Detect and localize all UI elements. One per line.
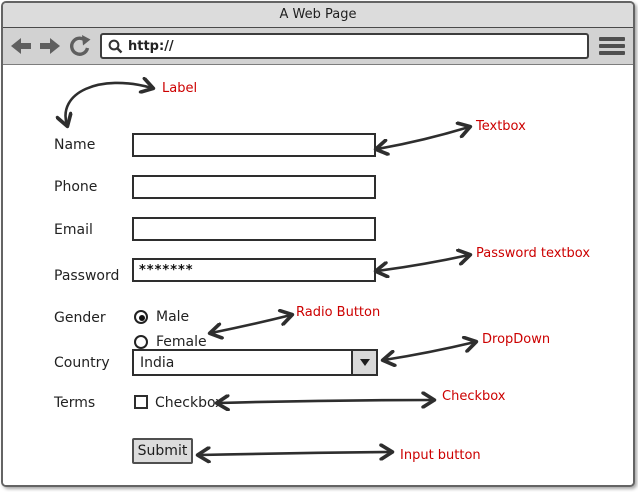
gender-label: Gender: [54, 310, 106, 326]
arrow-textbox: [377, 127, 469, 149]
annotation-radio-button: Radio Button: [296, 305, 381, 320]
search-icon: [108, 39, 123, 53]
url-bar[interactable]: http://: [100, 33, 589, 59]
password-label: Password: [54, 268, 120, 284]
radio-male-icon[interactable]: [134, 310, 148, 324]
annotation-textbox: Textbox: [476, 119, 526, 134]
arrow-input-button: [199, 452, 391, 455]
terms-checkbox-label: Checkbox: [155, 395, 224, 411]
dropdown-arrow-icon[interactable]: [351, 351, 376, 374]
country-selected-value: India: [140, 355, 175, 371]
refresh-icon[interactable]: [69, 35, 91, 57]
radio-option-female[interactable]: Female: [134, 334, 207, 350]
name-label: Name: [54, 137, 96, 153]
phone-input[interactable]: [132, 175, 376, 199]
radio-female-icon[interactable]: [134, 335, 148, 349]
arrow-password-textbox: [377, 255, 469, 271]
arrow-label-to-name: [66, 83, 152, 125]
terms-checkbox[interactable]: [134, 395, 148, 409]
url-text: http://: [128, 38, 174, 54]
email-label: Email: [54, 222, 93, 238]
country-label: Country: [54, 355, 110, 371]
menu-icon[interactable]: [599, 37, 625, 55]
arrow-dropdown: [384, 342, 475, 360]
country-dropdown[interactable]: India: [132, 349, 378, 376]
phone-label: Phone: [54, 179, 98, 195]
browser-toolbar: http://: [3, 28, 633, 65]
arrow-radio-button: [211, 315, 291, 333]
forward-icon[interactable]: [38, 38, 60, 54]
window-titlebar: A Web Page: [3, 3, 633, 28]
terms-label: Terms: [54, 395, 96, 411]
annotation-password-textbox: Password textbox: [476, 246, 591, 261]
radio-option-male[interactable]: Male: [134, 309, 189, 325]
arrow-checkbox: [218, 400, 433, 403]
window-title: A Web Page: [279, 7, 357, 22]
email-input[interactable]: [132, 217, 376, 241]
annotation-dropdown: DropDown: [482, 332, 551, 347]
annotation-checkbox: Checkbox: [442, 389, 506, 404]
page-content: Name Phone Email Password Gender Country…: [3, 65, 633, 485]
name-input[interactable]: [132, 133, 376, 157]
submit-button[interactable]: Submit: [132, 438, 193, 464]
annotation-label: Label: [162, 81, 198, 96]
annotation-input-button: Input button: [400, 448, 481, 463]
radio-female-label: Female: [156, 334, 207, 350]
back-icon[interactable]: [11, 38, 33, 54]
radio-male-label: Male: [156, 309, 190, 325]
password-input[interactable]: [132, 258, 376, 282]
